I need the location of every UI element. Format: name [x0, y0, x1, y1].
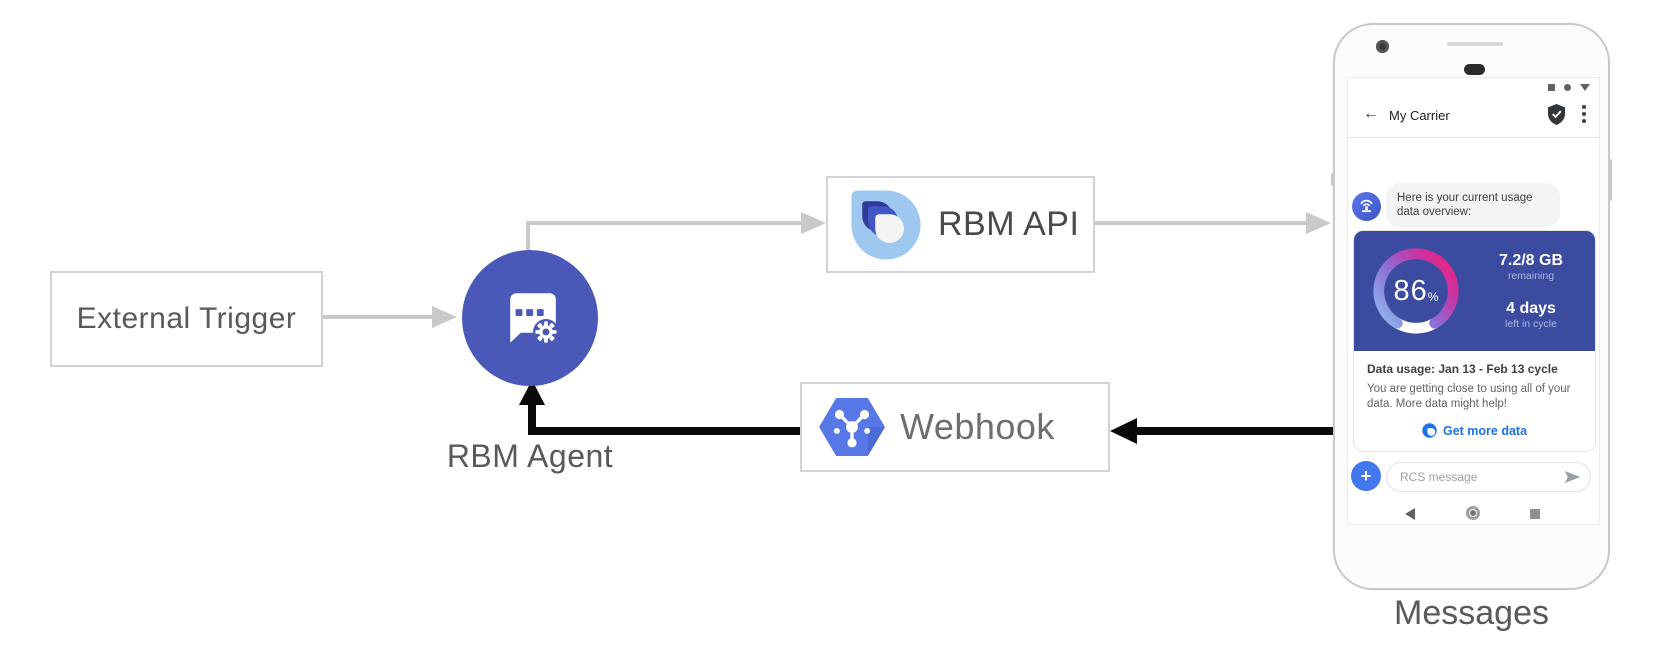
agent-message-bubble: Here is your current usage data overview… — [1386, 183, 1560, 227]
get-more-data-label: Get more data — [1442, 423, 1528, 438]
node-external-trigger: External Trigger — [50, 271, 323, 367]
rcs-message-input[interactable] — [1387, 470, 1561, 484]
arrow-api-to-phone — [1095, 221, 1308, 225]
conversation-title: My Carrier — [1389, 108, 1450, 123]
chat-agent-icon — [492, 278, 568, 359]
phone-mockup: ← My Carrier — [1331, 23, 1612, 590]
app-bar: ← My Carrier — [1348, 78, 1599, 138]
get-more-data-button[interactable]: Get more data — [1367, 423, 1582, 438]
usage-card-text: You are getting close to using all of yo… — [1367, 383, 1571, 410]
arrowhead-api-to-phone — [1306, 212, 1331, 234]
status-square-icon — [1548, 84, 1555, 91]
send-icon[interactable] — [1561, 467, 1584, 487]
phone-caption: Messages — [1394, 594, 1549, 632]
arrow-agent-to-api-horizontal — [526, 221, 804, 225]
arrow-trigger-to-agent — [323, 315, 433, 319]
arrow-phone-to-webhook — [1134, 427, 1339, 435]
webhook-hexagon-icon — [819, 398, 885, 456]
rbm-api-label: RBM API — [938, 205, 1080, 243]
stat-remaining-caption: remaining — [1507, 269, 1555, 282]
nav-recents-icon[interactable] — [1530, 509, 1540, 519]
arrow-agent-to-api-vertical — [526, 221, 530, 253]
node-webhook: Webhook — [800, 382, 1110, 472]
attach-plus-button[interactable]: + — [1351, 461, 1381, 491]
usage-gauge: 86 % — [1367, 242, 1465, 340]
arrow-webhook-to-agent-horizontal — [528, 427, 800, 435]
android-navbar — [1348, 503, 1599, 524]
phone-screen: ← My Carrier — [1347, 77, 1600, 525]
verified-shield-icon[interactable] — [1547, 104, 1566, 130]
get-more-data-icon — [1422, 423, 1437, 438]
arrowhead-agent-to-api — [801, 212, 826, 234]
back-button[interactable]: ← — [1363, 105, 1379, 122]
gauge-percent: 86 % — [1393, 274, 1439, 307]
arrowhead-trigger-to-agent — [432, 306, 457, 328]
stat-days-value: 4 days — [1506, 299, 1556, 317]
arrowhead-phone-to-webhook — [1110, 418, 1137, 444]
earpiece — [1464, 64, 1485, 75]
sim-tray — [1331, 173, 1335, 186]
usage-card-header: 86 % 7.2/8 GB remaining 4 days left in c… — [1354, 231, 1595, 351]
usage-card: 86 % 7.2/8 GB remaining 4 days left in c… — [1353, 230, 1596, 452]
status-circle-icon — [1564, 84, 1571, 91]
status-triangle-icon — [1580, 84, 1590, 91]
usage-card-body: Data usage: Jan 13 - Feb 13 cycle You ar… — [1354, 351, 1595, 451]
router-avatar-icon — [1357, 195, 1376, 219]
speaker-slot — [1447, 42, 1503, 46]
nav-back-icon[interactable] — [1405, 508, 1415, 520]
nav-home-icon[interactable] — [1466, 506, 1480, 520]
front-camera — [1376, 40, 1389, 53]
rbm-api-logo — [850, 189, 922, 261]
message-composer — [1386, 462, 1591, 492]
node-rbm-api: RBM API — [826, 176, 1095, 273]
rbm-agent-label: RBM Agent — [446, 438, 614, 474]
arrow-webhook-to-agent-vertical — [528, 402, 536, 435]
overflow-menu-icon[interactable] — [1582, 105, 1586, 123]
stat-remaining-value: 7.2/8 GB — [1498, 251, 1564, 269]
external-trigger-label: External Trigger — [76, 302, 297, 335]
usage-card-title: Data usage: Jan 13 - Feb 13 cycle — [1367, 362, 1558, 376]
power-button — [1608, 159, 1612, 201]
usage-stats: 7.2/8 GB remaining 4 days left in cycle — [1475, 231, 1587, 351]
stat-days-caption: left in cycle — [1505, 317, 1557, 330]
status-placeholder-icons — [1548, 84, 1590, 91]
node-rbm-agent — [462, 250, 598, 386]
webhook-label: Webhook — [900, 406, 1055, 447]
agent-avatar — [1352, 192, 1381, 221]
